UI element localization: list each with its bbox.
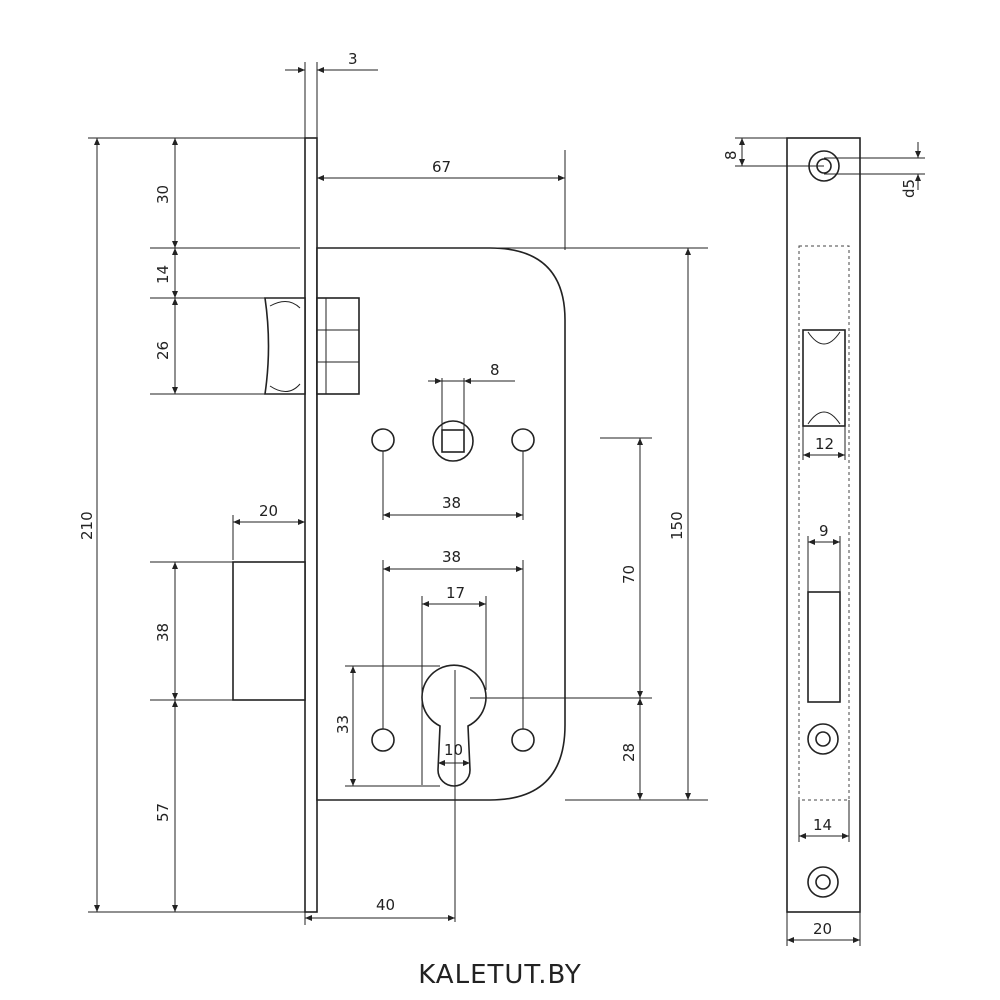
dim-bottom-section: 57	[154, 803, 172, 822]
dim-backset: 40	[376, 896, 395, 914]
faceplate-front	[786, 137, 861, 913]
faceplate-front-view	[786, 137, 861, 913]
dim-bolt-throw: 20	[259, 502, 278, 520]
dim-strike-width: 20	[813, 920, 832, 938]
dim-cylinder-height: 33	[334, 715, 352, 734]
dim-backset-to-faceplate: 67	[432, 158, 451, 176]
screw-middle	[807, 723, 839, 755]
dim-strike-top-screw: 8	[722, 150, 740, 160]
dim-faceplate-length: 210	[78, 511, 96, 540]
dim-screw-spacing-upper: 38	[442, 494, 461, 512]
dim-latch-window-width: 12	[815, 435, 834, 453]
latch-bolt	[264, 297, 360, 395]
lock-case	[316, 247, 566, 801]
dim-bolt-height: 38	[154, 623, 172, 642]
dimension-labels-right: 8 d5 12 9 14 20	[722, 150, 918, 938]
spindle-square-hole	[432, 420, 474, 462]
dim-bolt-window-width: 9	[819, 522, 829, 540]
dimension-lines-left	[88, 62, 708, 925]
brand-watermark: KALETUT.BY	[418, 960, 582, 990]
faceplate	[304, 137, 318, 913]
dim-cylinder-to-bottom: 28	[620, 743, 638, 762]
dim-screw-hole-diameter: d5	[900, 179, 918, 198]
case-outline-dashed	[798, 245, 850, 801]
dim-square-hole: 8	[490, 361, 500, 379]
dim-screw-spacing-lower: 38	[442, 548, 461, 566]
dim-center-distance: 70	[620, 565, 638, 584]
dim-case-height: 150	[668, 511, 686, 540]
dim-top-to-latch-zone: 30	[154, 185, 172, 204]
dimension-labels-left: 3 67 210 30 14 26 8 38 20 38 57 38 17 15…	[78, 50, 686, 914]
dim-latch-height: 26	[154, 341, 172, 360]
latch-window	[802, 329, 846, 427]
lock-side-view	[232, 137, 566, 913]
dim-faceplate-thickness: 3	[348, 50, 358, 68]
dim-latch-gap: 14	[154, 265, 172, 284]
screw-bottom	[807, 866, 839, 898]
dead-bolt	[232, 561, 306, 701]
bolt-window	[807, 591, 841, 703]
dim-cylinder-narrow: 10	[444, 741, 463, 759]
dimension-lines-right	[735, 137, 925, 946]
dim-recess-width: 14	[813, 816, 832, 834]
dim-cylinder-width: 17	[446, 584, 465, 602]
